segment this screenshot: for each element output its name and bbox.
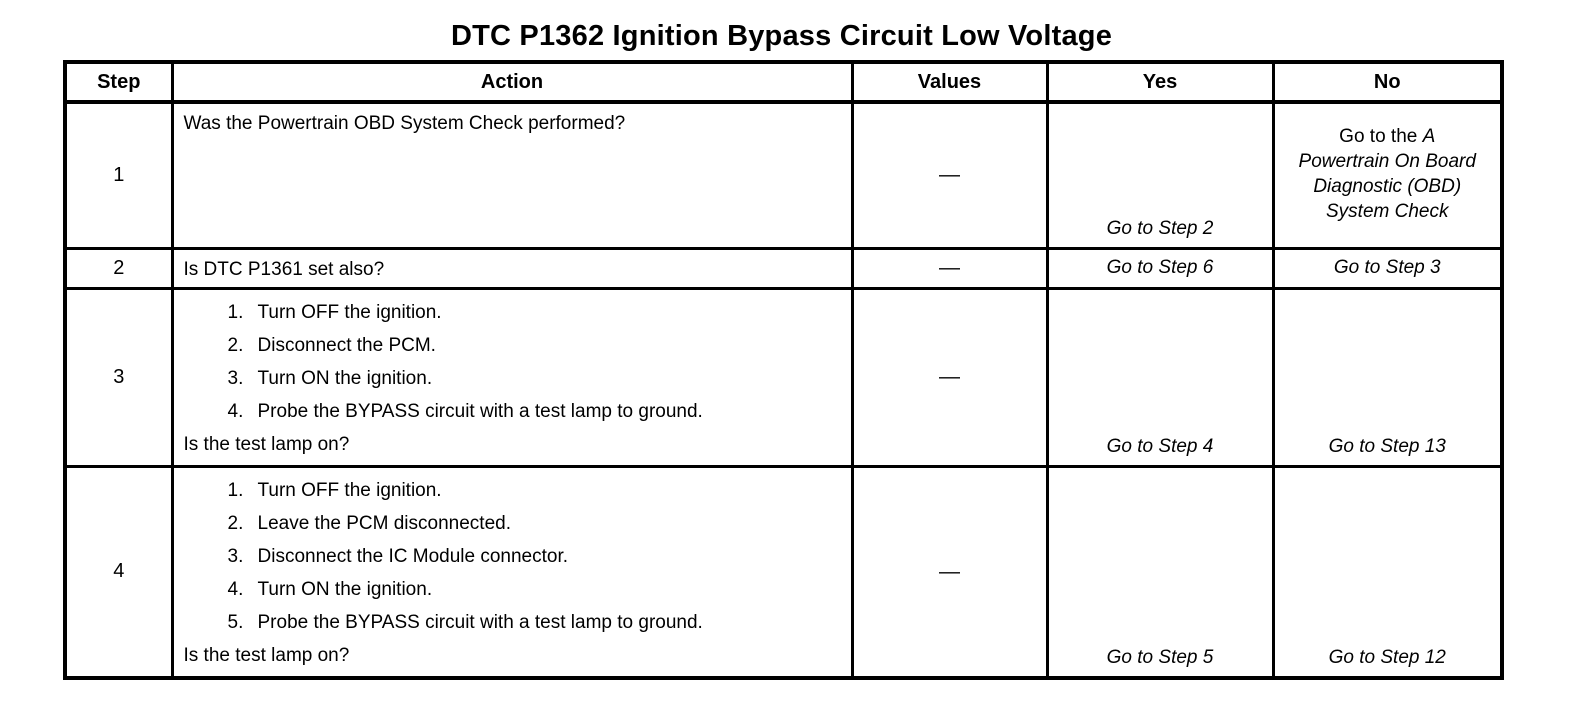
goto-text-segment: Go to Step 3 [1333,256,1441,278]
action-step-number: 3. [227,545,244,567]
action-step-number: 1. [227,301,244,323]
goto-text-segment: Go to Step 4 [1106,435,1214,457]
yes-goto-text: Go to Step 2 [1055,216,1266,241]
no-goto-text: Go to Step 12 [1281,645,1495,670]
no-cell: Go to Step 3 [1271,246,1504,290]
action-step-item: 2.Disconnect the PCM. [184,329,845,362]
action-cell: 1.Turn OFF the ignition.2.Disconnect the… [170,286,854,468]
action-step-number: 3. [227,367,244,389]
action-step-item: 5.Probe the BYPASS circuit with a test l… [184,606,845,639]
action-step-number: 2. [227,334,244,356]
goto-text-segment: Go to Step 2 [1106,217,1214,239]
table-row: 2 Is DTC P1361 set also? — Go to Step 6 … [63,246,1504,290]
goto-text-segment: Go to the [1339,126,1423,148]
column-header-action: Action [170,60,854,104]
no-cell: Go to Step 12 [1271,464,1504,679]
action-cell: Is DTC P1361 set also? [170,246,854,290]
table-row: 1 Was the Powertrain OBD System Check pe… [63,100,1504,250]
action-step-item: 1.Turn OFF the ignition. [184,296,845,329]
table-body: 1 Was the Powertrain OBD System Check pe… [63,100,1504,679]
action-step-item: 1.Turn OFF the ignition. [184,474,845,507]
action-question-text: Is the test lamp on? [183,644,350,666]
action-step-item: 4.Probe the BYPASS circuit with a test l… [184,395,845,428]
goto-text-segment: Go to Step 13 [1328,435,1446,457]
column-header-values: Values [850,60,1049,104]
action-step-number: 4. [227,400,244,422]
column-header-no: No [1271,60,1504,104]
action-step-item: 3.Turn ON the ignition. [184,362,845,395]
no-goto-text: Go to Step 3 [1281,255,1495,280]
yes-goto-text: Go to Step 4 [1055,434,1266,459]
action-step-number: 5. [227,611,244,633]
yes-cell: Go to Step 4 [1045,286,1275,468]
action-cell: Was the Powertrain OBD System Check perf… [170,100,854,250]
table-row: 3 1.Turn OFF the ignition.2.Disconnect t… [63,286,1504,468]
column-header-step: Step [63,60,174,104]
action-step-item: 2.Leave the PCM disconnected. [184,507,845,540]
no-goto-text: Go to the A Powertrain On Board Diagnost… [1297,124,1477,224]
table-row: 4 1.Turn OFF the ignition.2.Leave the PC… [63,464,1504,679]
action-step-number: 1. [227,479,244,501]
action-cell: 1.Turn OFF the ignition.2.Leave the PCM … [170,464,854,679]
step-cell: 2 [63,246,174,290]
values-cell: — [850,246,1049,290]
action-question-text: Is the test lamp on? [183,433,350,455]
yes-cell: Go to Step 2 [1045,100,1275,250]
yes-goto-text: Go to Step 6 [1055,255,1266,280]
diagnostic-table: Step Action Values Yes No 1 Was the Powe… [63,60,1504,680]
values-cell: — [850,286,1049,468]
yes-goto-text: Go to Step 5 [1055,645,1266,670]
goto-text-segment: Go to Step 12 [1328,646,1446,668]
goto-text-segment: A Powertrain On Board Diagnostic (OBD) S… [1298,126,1476,223]
yes-cell: Go to Step 5 [1045,464,1275,679]
values-cell: — [850,464,1049,679]
action-lead-text: Was the Powertrain OBD System Check perf… [183,113,626,134]
action-step-item: 3.Disconnect the IC Module connector. [184,540,845,573]
step-cell: 1 [63,100,174,250]
action-step-item: 4.Turn ON the ignition. [184,573,845,606]
page-title: DTC P1362 Ignition Bypass Circuit Low Vo… [450,20,1113,52]
action-step-number: 2. [227,512,244,534]
no-goto-text: Go to Step 13 [1281,434,1495,459]
step-cell: 3 [63,286,174,468]
action-lead-text: Is DTC P1361 set also? [183,258,385,280]
goto-text-segment: Go to Step 6 [1106,256,1214,278]
step-cell: 4 [63,464,174,679]
table-header-row: Step Action Values Yes No [63,60,1504,104]
goto-text-segment: Go to Step 5 [1106,646,1214,668]
yes-cell: Go to Step 6 [1045,246,1275,290]
no-cell: Go to the A Powertrain On Board Diagnost… [1271,100,1504,250]
column-header-yes: Yes [1045,60,1275,104]
values-cell: — [850,100,1049,250]
action-step-number: 4. [227,578,244,600]
no-cell: Go to Step 13 [1271,286,1504,468]
